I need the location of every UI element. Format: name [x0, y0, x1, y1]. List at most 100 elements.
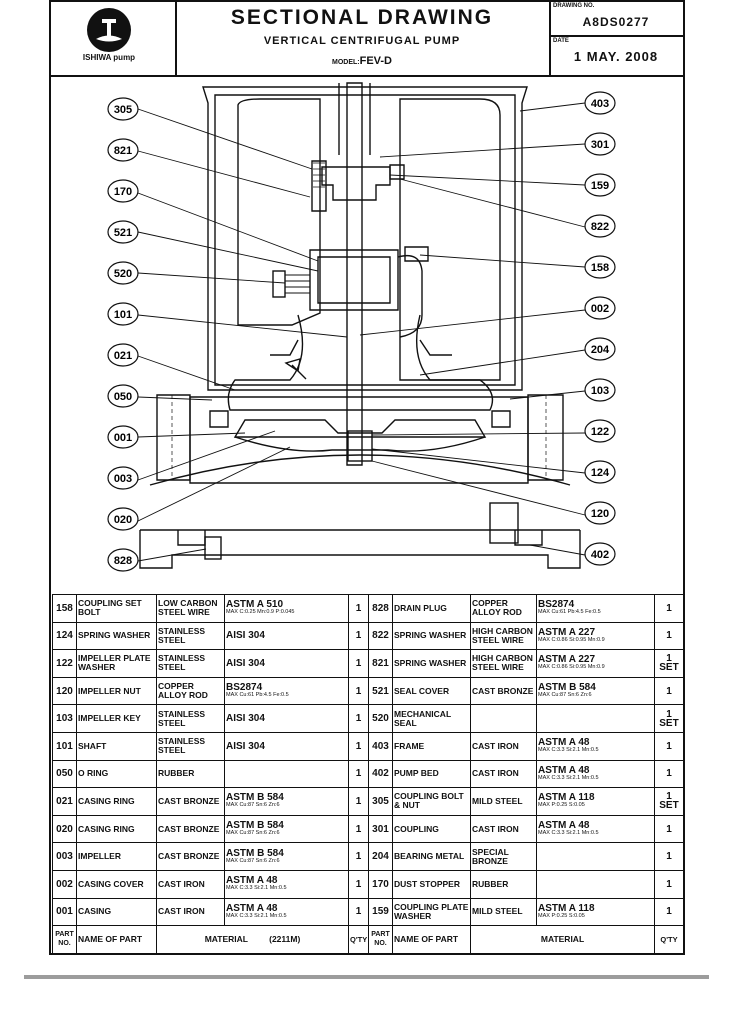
material-standard: ASTM A 48: [538, 820, 590, 832]
material-standard: AISI 304: [226, 630, 265, 642]
callout-label: 103: [591, 385, 609, 397]
material-composition: MAX C:3.3 Si:2.1 Mn:0.5: [538, 830, 599, 837]
callout-301: 301: [584, 132, 616, 156]
part-qty: 1: [348, 731, 369, 761]
callout-label: 050: [114, 391, 132, 403]
callout-label: 521: [114, 227, 132, 239]
part-number: 821: [368, 649, 393, 678]
part-material: STAINLESS STEEL: [156, 621, 225, 651]
part-material: RUBBER: [470, 869, 537, 899]
part-number: 122: [52, 649, 77, 678]
callout-122: 122: [584, 419, 616, 443]
title-block: ISHIWA pump SECTIONAL DRAWING VERTICAL C…: [51, 2, 683, 77]
part-material: MILD STEEL: [470, 897, 537, 927]
callout-402: 402: [584, 542, 616, 566]
part-name: BEARING METAL: [392, 842, 471, 871]
material-standard: AISI 304: [226, 740, 265, 752]
material-standard: ASTM B 584: [226, 847, 284, 859]
part-number: 828: [368, 594, 393, 623]
logo-mark: [88, 9, 130, 51]
part-name: CASING COVER: [76, 869, 157, 899]
part-number: 103: [52, 704, 77, 733]
model-line: MODEL:FEV-D: [175, 55, 549, 67]
material-standard: ASTM B 584: [226, 820, 284, 832]
part-number: 050: [52, 759, 77, 789]
part-standard-l: AISI 304: [224, 731, 349, 761]
coupling-301: [321, 166, 391, 201]
material-composition: MAX Cu:87 Sn:6 Zn:6: [226, 830, 280, 837]
part-qty: 1: [348, 759, 369, 789]
part-qty: 1 SET: [654, 787, 684, 816]
frame-window-right: [399, 98, 501, 381]
part-standard-l: [224, 759, 349, 789]
part-number: 158: [52, 594, 77, 623]
casing-001: [189, 396, 529, 484]
sectional-drawing: 3058211705215201010210500010030208284033…: [107, 82, 616, 572]
part-number: 204: [368, 842, 393, 871]
part-qty: 1: [348, 869, 369, 899]
part-material: COPPER ALLOY ROD: [156, 676, 225, 706]
part-number: 021: [52, 787, 77, 816]
footer-material-label: MATERIAL: [204, 933, 248, 944]
callout-label: 305: [114, 104, 132, 116]
material-standard: ASTM A 48: [226, 875, 278, 887]
drawing-info-cell: DRAWING NO. A8DS0277 DATE 1 MAY. 2008: [549, 2, 683, 75]
drain-tube: [397, 254, 423, 338]
part-number: 402: [368, 759, 393, 789]
casing-cover-002: [227, 314, 494, 411]
material-standard: ASTM A 227: [538, 626, 596, 638]
part-qty: 1: [348, 621, 369, 651]
part-qty: 1: [348, 649, 369, 678]
material-standard: ASTM B 584: [226, 792, 284, 804]
callout-003: 003: [107, 466, 139, 490]
part-name: IMPELLER KEY: [76, 704, 157, 733]
callout-label: 158: [591, 262, 609, 274]
material-composition: MAX C:0.86 Si:0.95 Mn:0.9: [538, 664, 605, 671]
callout-305: 305: [107, 97, 139, 121]
callout-label: 159: [591, 180, 609, 192]
part-number: 521: [368, 676, 393, 706]
material-composition: MAX C:0.25 Mn:0.9 P:0.045: [226, 609, 295, 616]
callout-158: 158: [584, 255, 616, 279]
callout-label: 003: [114, 473, 132, 485]
part-material: MILD STEEL: [470, 787, 537, 816]
parts-table-footer: PART NO. NAME OF PART MATERIAL (2211M) Q…: [52, 925, 684, 954]
callout-050: 050: [107, 384, 139, 408]
drawing-sheet: ISHIWA pump SECTIONAL DRAWING VERTICAL C…: [49, 0, 685, 955]
frame-403: [202, 86, 528, 391]
callout-103: 103: [584, 378, 616, 402]
volute-curve: [149, 454, 571, 486]
part-number: 120: [52, 676, 77, 706]
part-name: SPRING WASHER: [76, 621, 157, 651]
callout-001: 001: [107, 425, 139, 449]
callout-label: 002: [591, 303, 609, 315]
part-number: 822: [368, 621, 393, 651]
footer-qty: Q'TY: [348, 925, 369, 954]
part-standard-l: AISI 304: [224, 704, 349, 733]
part-qty: 1 SET: [654, 649, 684, 678]
callout-label: 821: [114, 145, 132, 157]
footer-material-right: MATERIAL: [470, 925, 655, 954]
callout-159: 159: [584, 173, 616, 197]
part-number: 101: [52, 731, 77, 761]
material-composition: MAX Cu:61 Pb:4.5 Fe:0.5: [538, 609, 601, 616]
material-standard: BS2874: [226, 682, 263, 694]
part-name: IMPELLER: [76, 842, 157, 871]
info-divider: [549, 35, 683, 37]
part-material: CAST BRONZE: [156, 842, 225, 871]
material-standard: ASTM A 510: [226, 599, 284, 611]
callout-label: 403: [591, 98, 609, 110]
callout-170: 170: [107, 179, 139, 203]
